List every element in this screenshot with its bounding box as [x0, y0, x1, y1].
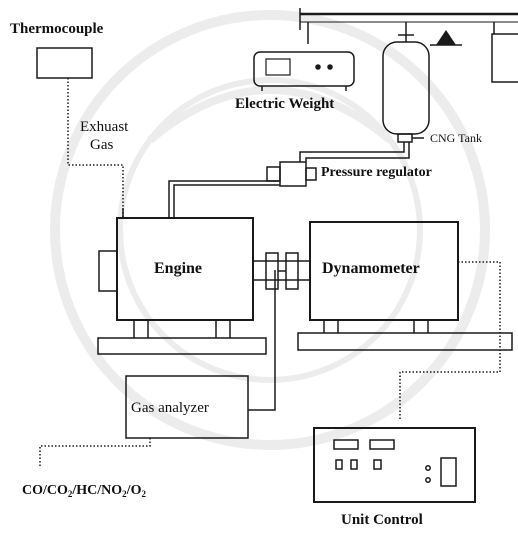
cng-tank-label: CNG Tank — [430, 131, 482, 145]
dyno-to-control-line — [399, 261, 501, 420]
watermark-seal — [50, 10, 490, 450]
scale-beam — [299, 8, 518, 46]
pressure-regulator-label: Pressure regulator — [321, 165, 432, 180]
gas-analyzer-box — [125, 375, 249, 439]
exhaust-label-line2: Gas — [90, 137, 114, 153]
emission-co: CO — [22, 483, 43, 498]
unit-control-box — [313, 427, 476, 503]
dynamometer-base — [297, 332, 513, 351]
cng-tank — [382, 34, 430, 143]
emission-no2: NO — [101, 483, 123, 498]
analyzer-output-line — [39, 438, 151, 468]
emissions-label: CO/CO2/HC/NO2/O2 — [22, 483, 146, 499]
regulator-to-engine-line — [173, 184, 280, 218]
thermocouple-label: Thermocouple — [10, 21, 104, 37]
gas-analyzer-label: Gas analyzer — [131, 400, 209, 416]
unit-control-label: Unit Control — [341, 512, 423, 528]
electric-weight-label: Electric Weight — [235, 96, 335, 112]
regulator-to-engine-line-2 — [168, 180, 280, 218]
electric-weight-device — [253, 51, 355, 91]
engine — [98, 208, 254, 338]
engine-to-analyzer-line — [248, 270, 276, 411]
fuel-line-bottom — [305, 142, 410, 162]
emission-o2: O — [130, 483, 142, 498]
pressure-regulator — [266, 161, 317, 187]
coupling — [253, 252, 310, 290]
thermocouple-box — [36, 47, 93, 79]
engine-base — [97, 337, 267, 355]
exhaust-line — [67, 78, 124, 218]
engine-label: Engine — [154, 260, 203, 277]
dynamometer — [309, 221, 459, 333]
fuel-line-top — [299, 142, 405, 162]
exhaust-label-line1: Exhuast — [80, 119, 129, 135]
dynamometer-label: Dynamometer — [322, 260, 420, 277]
emission-hc: HC — [76, 483, 98, 498]
emission-co2: CO — [46, 483, 68, 498]
counter-weight — [491, 33, 518, 83]
